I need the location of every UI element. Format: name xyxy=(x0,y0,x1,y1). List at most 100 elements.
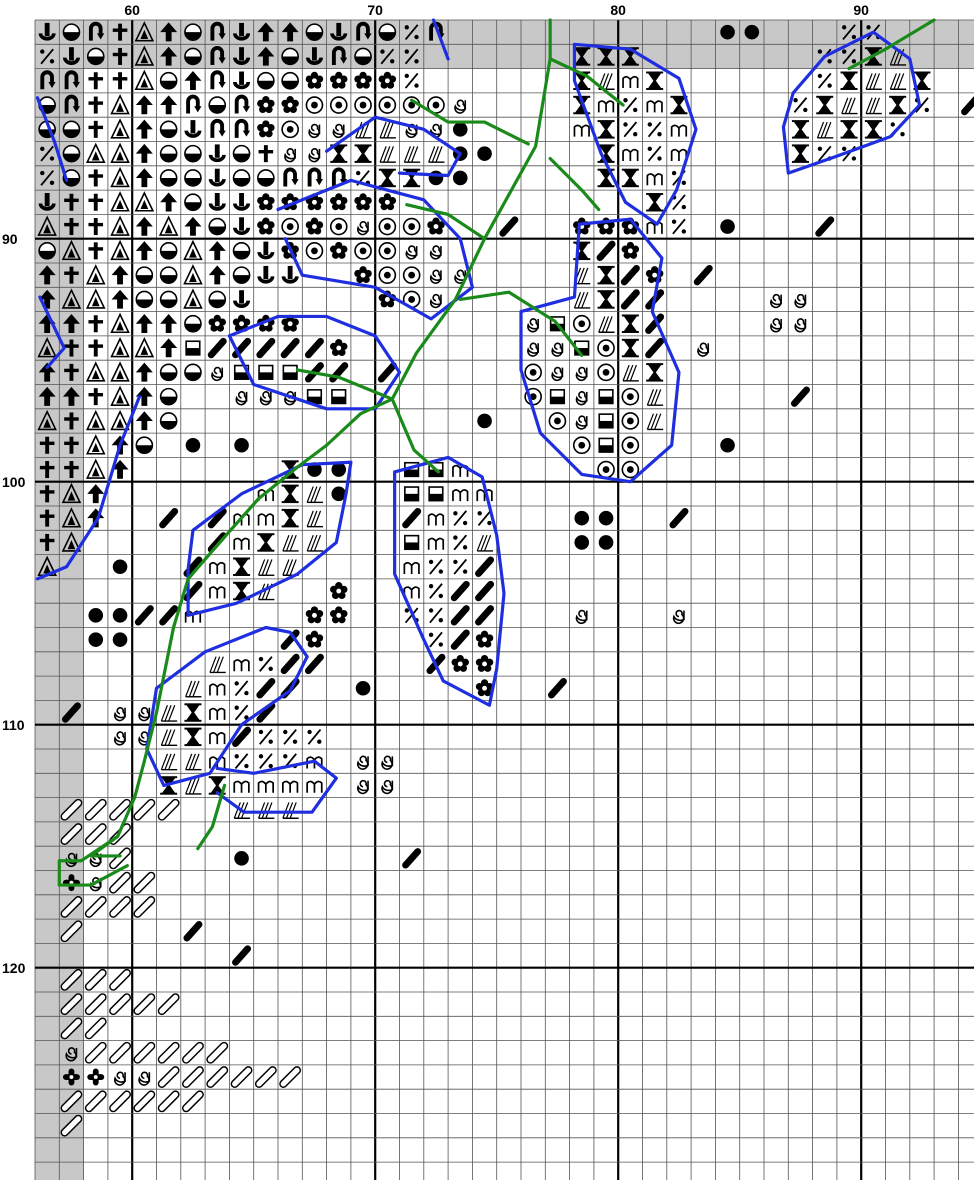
spiral-icon xyxy=(236,392,246,405)
anchor-icon xyxy=(233,290,250,308)
spiral-icon xyxy=(382,781,392,794)
cross-icon xyxy=(88,97,103,114)
wheat-icon xyxy=(186,754,202,770)
flower-icon xyxy=(257,96,274,113)
dot-icon xyxy=(453,171,468,186)
wheat-icon xyxy=(307,511,323,527)
wheat-icon xyxy=(574,292,590,308)
hourglass-icon xyxy=(355,144,372,162)
slash-bead-icon xyxy=(624,268,636,282)
cross-icon xyxy=(88,121,103,138)
m-letter-icon xyxy=(623,150,638,161)
half-circle-icon xyxy=(209,97,225,113)
dot-icon xyxy=(186,438,201,453)
triangle-icon xyxy=(112,217,129,235)
flower-icon xyxy=(622,242,639,259)
slash-bead-icon xyxy=(211,341,223,355)
percent-icon xyxy=(235,705,249,720)
half-circle-icon xyxy=(185,146,201,162)
triangle-icon xyxy=(87,144,104,162)
cross-icon xyxy=(88,169,103,186)
spiral-icon xyxy=(358,756,368,769)
spiral-icon xyxy=(139,1072,149,1085)
cross-icon xyxy=(88,242,103,259)
triangle-icon xyxy=(87,363,104,381)
wheat-icon xyxy=(259,802,275,818)
outline-slash-icon xyxy=(186,1095,200,1109)
spiral-icon xyxy=(576,611,586,624)
triangle-icon xyxy=(112,144,129,162)
slash-bead-icon xyxy=(649,341,661,355)
percent-icon xyxy=(648,122,662,137)
up-arrow-icon xyxy=(184,217,201,236)
wheat-icon xyxy=(380,146,396,162)
flower-icon xyxy=(330,339,347,356)
flower-icon xyxy=(573,218,590,235)
spiral-icon xyxy=(576,416,586,429)
percent-icon xyxy=(283,730,297,745)
slash-bead-icon xyxy=(478,584,490,598)
target-icon xyxy=(355,97,371,113)
half-circle-icon xyxy=(234,170,250,186)
cross-icon xyxy=(259,145,274,162)
stem-line xyxy=(198,785,225,848)
dot-icon xyxy=(234,438,249,453)
slash-bead-icon xyxy=(284,341,296,355)
dot-icon xyxy=(453,122,468,137)
m-letter-icon xyxy=(307,781,322,792)
target-icon xyxy=(379,243,395,259)
wheat-icon xyxy=(866,73,882,89)
up-arrow-icon xyxy=(136,217,153,236)
half-circle-icon xyxy=(282,48,298,64)
wheat-icon xyxy=(161,754,177,770)
slash-bead-icon xyxy=(454,633,466,647)
wheat-icon xyxy=(890,73,906,89)
leaf-outline xyxy=(217,761,336,812)
percent-icon xyxy=(648,146,662,161)
m-letter-icon xyxy=(234,538,249,549)
flower-icon xyxy=(257,218,274,235)
target-icon xyxy=(525,364,541,380)
triangle-icon xyxy=(184,290,201,308)
triangle-icon xyxy=(112,169,129,187)
dot-icon xyxy=(574,535,589,550)
slash-bead-icon xyxy=(478,609,490,623)
half-circle-icon xyxy=(258,73,274,89)
spiral-icon xyxy=(771,319,781,332)
triangle-icon xyxy=(184,242,201,260)
percent-icon xyxy=(429,608,443,623)
target-icon xyxy=(331,97,347,113)
slash-bead-icon xyxy=(454,584,466,598)
wheat-icon xyxy=(404,146,420,162)
up-arrow-icon xyxy=(112,290,129,309)
flower-icon xyxy=(306,218,323,235)
m-letter-icon xyxy=(647,101,662,112)
spiral-icon xyxy=(309,125,319,138)
hourglass-icon xyxy=(282,485,299,503)
up-arrow-icon xyxy=(136,95,153,114)
return-arrow-icon xyxy=(285,169,298,186)
target-icon xyxy=(404,267,420,283)
half-circle-icon xyxy=(161,291,177,307)
target-icon xyxy=(282,219,298,235)
half-circle-icon xyxy=(185,194,201,210)
up-arrow-icon xyxy=(184,71,201,90)
target-icon xyxy=(379,267,395,283)
hourglass-icon xyxy=(816,96,833,114)
percent-icon xyxy=(623,122,637,137)
percent-icon xyxy=(478,511,492,526)
outline-slash-icon xyxy=(138,803,152,817)
spiral-icon xyxy=(795,319,805,332)
triangle-icon xyxy=(112,339,129,357)
dot-icon xyxy=(720,219,735,234)
m-letter-icon xyxy=(574,125,589,136)
hourglass-icon xyxy=(841,120,858,138)
spiral-icon xyxy=(358,222,368,235)
outline-slash-icon xyxy=(113,803,127,817)
target-icon xyxy=(622,413,638,429)
up-arrow-icon xyxy=(136,241,153,260)
flower-icon xyxy=(476,655,493,672)
triangle-icon xyxy=(136,339,153,357)
m-letter-icon xyxy=(259,514,274,525)
half-circle-icon xyxy=(185,48,201,64)
